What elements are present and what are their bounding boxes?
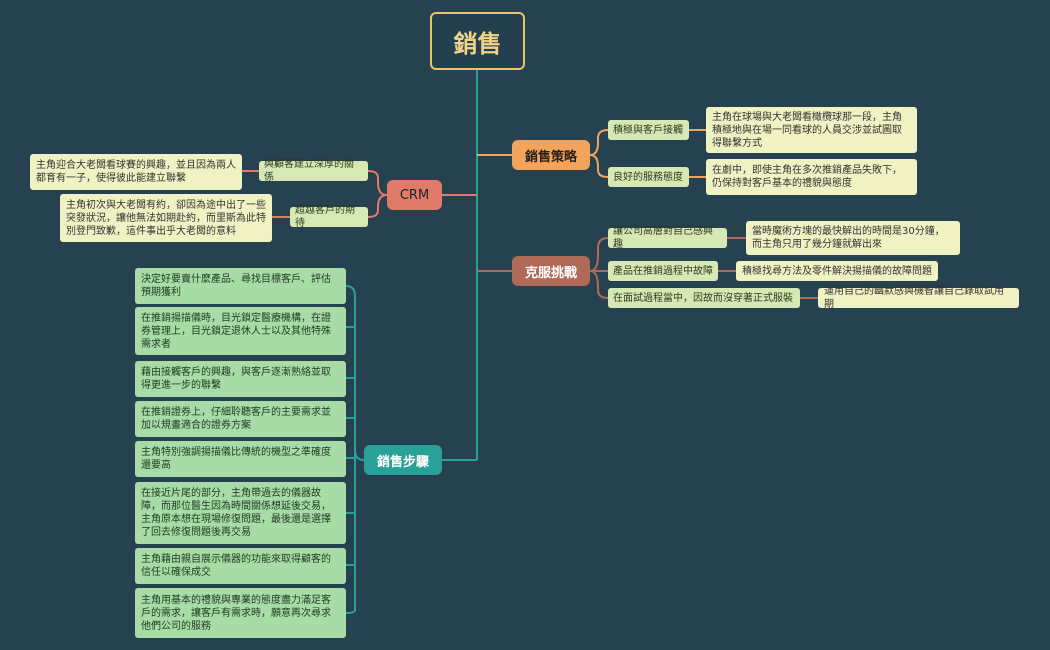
- steps-item-4[interactable]: 在推銷證券上，仔細聆聽客戶的主要需求並加以規畫適合的證券方案: [135, 401, 346, 437]
- challenge-item-1[interactable]: 讓公司高層對自己感興趣: [608, 226, 727, 250]
- link-strategy-item2: [589, 154, 609, 178]
- steps-item-8[interactable]: 主角用基本的禮貌與專業的態度盡力滿足客戶的需求，讓客戶有需求時，願意再次尋求他們…: [135, 588, 346, 638]
- strategy-item-1[interactable]: 積極與客戶接觸: [608, 120, 689, 140]
- topic-sales-strategy[interactable]: 銷售策略: [512, 140, 590, 170]
- crm-detail-1[interactable]: 主角迎合大老闆看球賽的興趣，並且因為兩人都育有一子，使得彼此能建立聯繫: [30, 154, 242, 190]
- steps-item-2[interactable]: 在推銷揚描儀時，目光鎖定醫療機構，在證券管理上，目光鎖定退休人士以及其他特殊需求…: [135, 307, 346, 355]
- challenge-detail-3[interactable]: 運用自己的幽默感與機智讓自己錄取試用期: [818, 286, 1019, 310]
- steps-item-5[interactable]: 主角特別強調揚描儀比傳統的機型之準確度還要高: [135, 441, 346, 477]
- topic-overcome-challenges[interactable]: 克服挑戰: [512, 256, 590, 286]
- topic-sales-steps[interactable]: 銷售步驟: [364, 445, 442, 475]
- link-strategy-item1: [589, 129, 609, 156]
- steps-item-6[interactable]: 在接近片尾的部分，主角帶過去的儀器故障，而那位醫生因為時間關係想延後交易，主角原…: [135, 482, 346, 544]
- steps-item-3[interactable]: 藉由接觸客戶的興趣，與客戶逐漸熟絡並取得更進一步的聯繫: [135, 361, 346, 397]
- crm-item-1[interactable]: 與顧客建立深厚的關係: [259, 159, 368, 183]
- challenge-detail-1[interactable]: 當時魔術方塊的最快解出的時間是30分鐘，而主角只用了幾分鐘就解出來: [746, 221, 960, 255]
- challenge-item-2[interactable]: 產品在推銷過程中故障: [608, 261, 718, 281]
- strategy-item-2[interactable]: 良好的服務態度: [608, 167, 689, 187]
- crm-detail-2[interactable]: 主角初次與大老闆有約，卻因為途中出了一些突發狀況，讓他無法如期赴約，而里斯為此特…: [60, 194, 272, 242]
- crm-item-2[interactable]: 超越客戶的期待: [290, 205, 368, 229]
- root-topic[interactable]: 銷售: [430, 12, 525, 70]
- challenge-detail-2[interactable]: 積極找尋方法及零件解決揚描儀的故障問題: [736, 261, 938, 281]
- link-crm-item2: [367, 194, 388, 218]
- challenge-item-3[interactable]: 在面試過程當中，因故而沒穿著正式服裝: [608, 288, 800, 308]
- link-steps-trunk: [345, 285, 365, 614]
- steps-item-7[interactable]: 主角藉由親自展示儀器的功能來取得顧客的信任以確保成交: [135, 548, 346, 584]
- topic-crm[interactable]: CRM: [387, 180, 442, 210]
- link-challenge-item3: [589, 270, 609, 299]
- steps-item-1[interactable]: 決定好要賣什麼產品、尋找目標客戶、評估預期獲利: [135, 268, 346, 304]
- link-crm-item1: [367, 170, 388, 196]
- strategy-detail-2[interactable]: 在劇中，即使主角在多次推銷產品失敗下，仍保持對客戶基本的禮貌與態度: [706, 159, 917, 195]
- link-challenge-item1: [589, 237, 609, 272]
- strategy-detail-1[interactable]: 主角在球場與大老闆看橄欖球那一段，主角積極地與在場一同看球的人員交涉並試圖取得聯…: [706, 107, 917, 153]
